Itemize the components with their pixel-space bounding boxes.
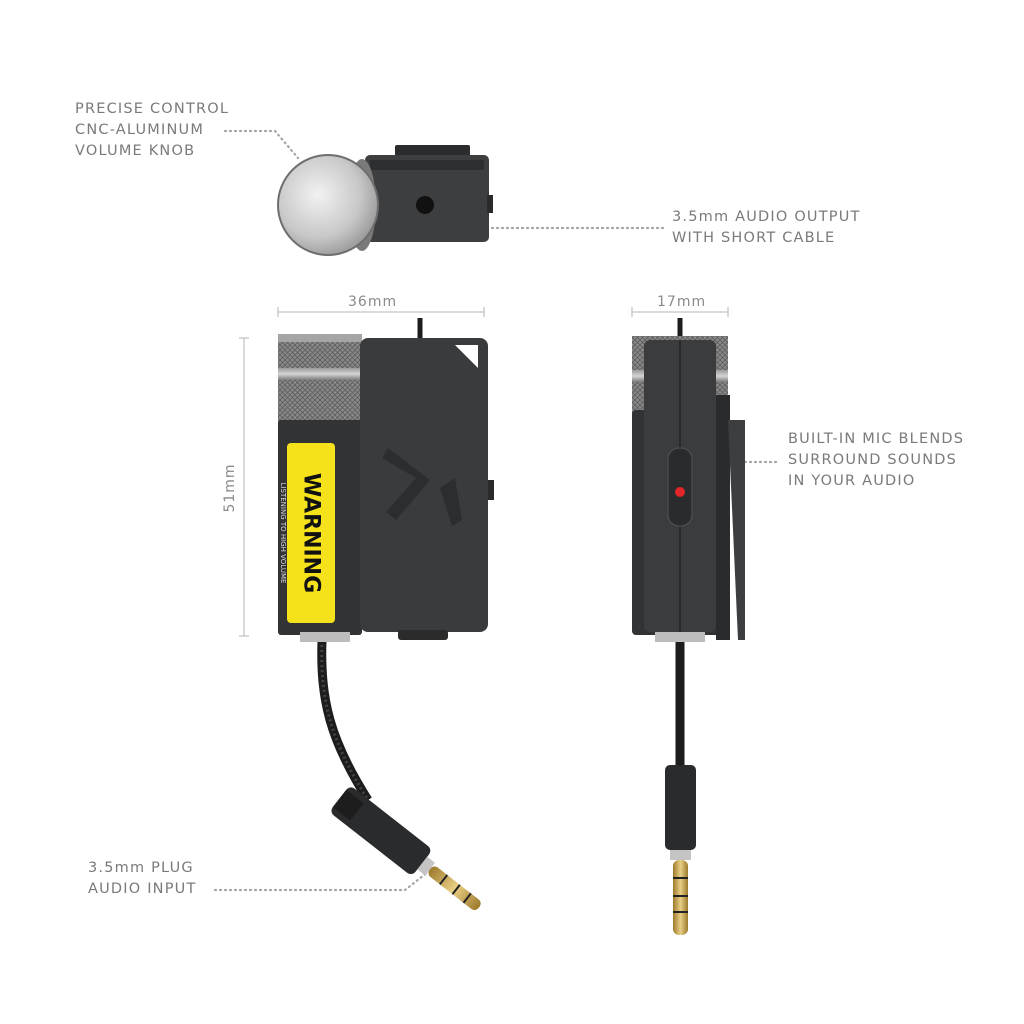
callout-line: SURROUND SOUNDS [788,452,958,468]
mic-callout: BUILT-IN MIC BLENDS SURROUND SOUNDS IN Y… [788,429,964,492]
callout-line: WITH SHORT CABLE [672,230,836,246]
width-dimension-line [277,307,485,317]
callout-line: VOLUME KNOB [75,143,196,159]
input-plug-tip [428,866,481,911]
input-callout: 3.5mm PLUG AUDIO INPUT [88,858,197,900]
top-view-device [277,145,493,256]
height-dimension: 51mm [222,463,238,513]
side-view-device [632,318,745,935]
warning-label-subtitle: LISTENING TO HIGH VOLUME [279,482,287,584]
warning-label-title: WARNING [298,472,324,594]
callout-line: IN YOUR AUDIO [788,473,916,489]
audio-output-jack [416,196,434,214]
mic-indicator-dot [675,487,685,497]
callout-line: PRECISE CONTROL [75,101,230,117]
width-dimension: 36mm [348,294,398,310]
callout-line: 3.5mm PLUG [88,860,194,876]
brand-logo [382,448,462,526]
front-view-device [278,318,494,911]
knob-leader-line [223,129,300,160]
callout-line: BUILT-IN MIC BLENDS [788,431,965,447]
callout-line: AUDIO INPUT [88,881,197,897]
volume-knob [277,154,379,256]
side-plug-housing [665,765,696,850]
height-dimension-line [239,337,249,637]
side-plug-tip [673,860,688,935]
warning-label [287,443,335,623]
belt-clip [728,420,745,640]
callout-line: 3.5mm AUDIO OUTPUT [672,209,861,225]
callout-line: CNC-ALUMINUM [75,122,205,138]
output-callout: 3.5mm AUDIO OUTPUT WITH SHORT CABLE [672,207,861,249]
input-leader-line [213,870,430,892]
depth-dimension: 17mm [657,294,707,310]
depth-dimension-line [631,307,729,317]
knob-callout: PRECISE CONTROL CNC-ALUMINUM VOLUME KNOB [75,99,229,162]
